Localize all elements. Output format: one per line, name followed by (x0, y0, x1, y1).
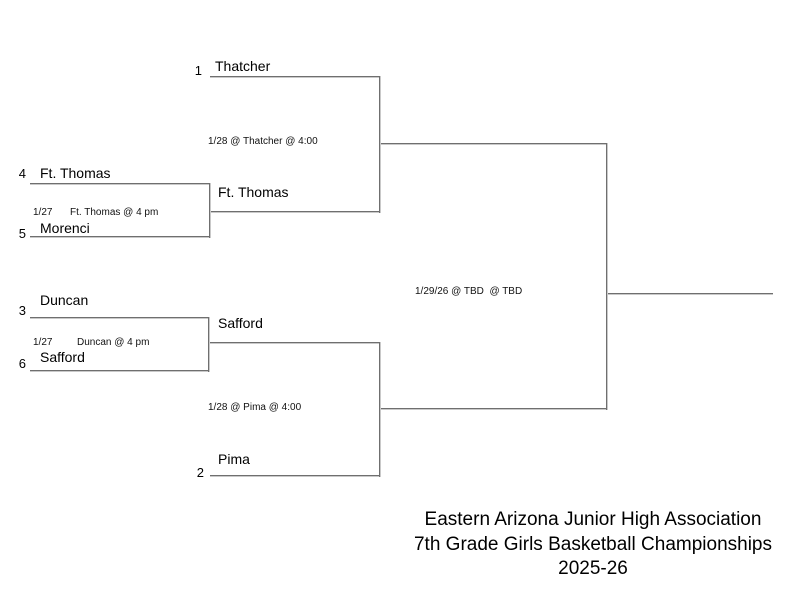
tournament-title-line2: 7th Grade Girls Basketball Championships (413, 533, 772, 555)
seed-number-3: 3 (18, 303, 26, 318)
game-note-semifinal-bottom: 1/28 @ Pima @ 4:00 (208, 402, 302, 413)
tournament-title: Eastern Arizona Junior High Association … (383, 508, 800, 582)
team-label-duncan: Duncan (40, 292, 89, 308)
game-date-round1-top: 1/27 (33, 207, 53, 218)
hline-champion (607, 293, 773, 295)
team-label-safford: Safford (40, 349, 85, 365)
tournament-title-line1: Eastern Arizona Junior High Association (424, 509, 762, 530)
team-label-morenci: Morenci (40, 220, 90, 236)
vline-semifinal-bottom-connector (379, 342, 381, 477)
game-note-championship: 1/29/26 @ TBD @ TBD (415, 286, 523, 297)
advancing-team-safford: Safford (218, 315, 263, 331)
game-date-round1-bottom: 1/27 (33, 337, 53, 348)
team-label-pima: Pima (218, 451, 250, 467)
hline-round1-bottom-winner (208, 342, 381, 344)
vline-round1-top-connector (209, 183, 211, 238)
game-note-round1-top: Ft. Thomas @ 4 pm (70, 207, 159, 218)
hline-round1-top-winner (209, 211, 381, 213)
game-note-round1-bottom: Duncan @ 4 pm (77, 337, 150, 348)
game-note-semifinal-top: 1/28 @ Thatcher @ 4:00 (208, 136, 318, 147)
advancing-team-ft-thomas: Ft. Thomas (218, 184, 289, 200)
seed-number-5: 5 (18, 226, 26, 241)
team-label-ft-thomas: Ft. Thomas (40, 165, 111, 181)
hline-semifinal-top-winner (379, 143, 608, 145)
seed-number-6: 6 (18, 356, 26, 371)
vline-final-connector (606, 143, 608, 410)
hline-seed2-pima (210, 475, 381, 477)
seed-number-2: 2 (196, 465, 204, 480)
hline-semifinal-bottom-winner (379, 408, 608, 410)
hline-seed1-thatcher (210, 76, 380, 78)
vline-semifinal-top-connector (379, 76, 381, 213)
hline-seed4-ftthomas (30, 183, 211, 185)
hline-seed6-safford (30, 370, 210, 372)
seed-number-1: 1 (194, 63, 202, 78)
team-label-thatcher: Thatcher (215, 58, 271, 74)
hline-seed5-morenci (30, 236, 211, 238)
hline-seed3-duncan (30, 317, 210, 319)
seed-number-4: 4 (18, 166, 26, 181)
vline-round1-bottom-connector (208, 317, 210, 372)
tournament-title-line3: 2025-26 (558, 558, 628, 579)
